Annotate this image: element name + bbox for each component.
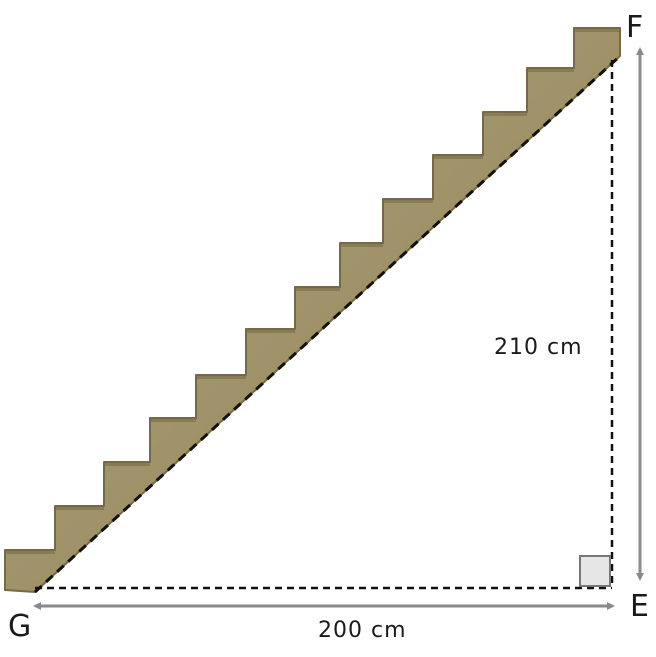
staircase	[4, 27, 621, 593]
point-label-g: G	[8, 609, 32, 644]
stair-stringer	[4, 27, 621, 593]
point-label-e: E	[630, 589, 649, 624]
point-label-f: F	[626, 10, 644, 45]
hypotenuse-dashed-line	[33, 54, 622, 594]
right-angle-marker	[579, 555, 611, 587]
width-measurement-label: 200 cm	[318, 618, 407, 643]
height-measurement-label: 210 cm	[494, 335, 583, 360]
stair-tread-shadows	[5, 28, 620, 554]
